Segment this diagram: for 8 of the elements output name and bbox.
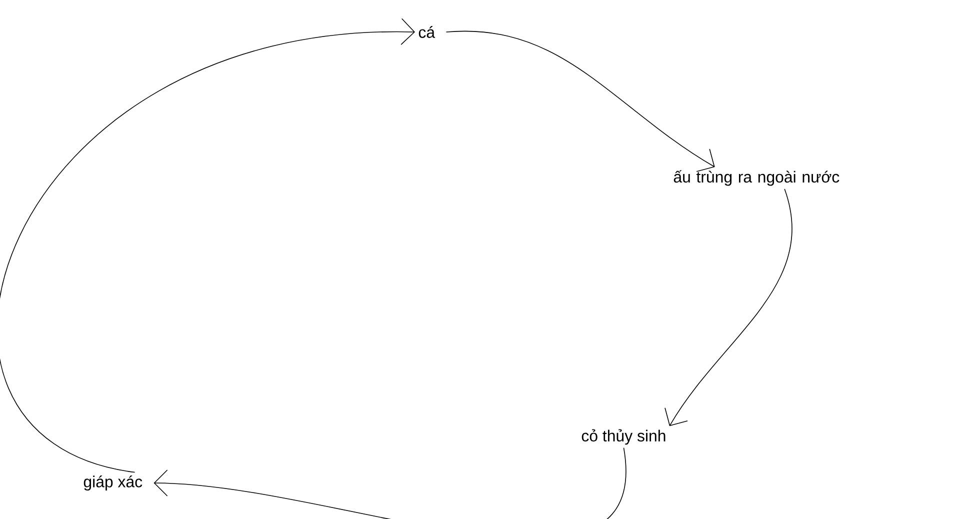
arrow (664, 188, 792, 426)
arrow (154, 447, 626, 519)
arrow (0, 18, 415, 473)
node-label: ấu trùng ra ngoài nước (674, 170, 840, 186)
node-label: cá (418, 26, 436, 38)
node-label: cỏ thủy sinh (582, 429, 666, 445)
arrow (446, 30, 715, 172)
node-label: giáp xác (84, 475, 142, 491)
